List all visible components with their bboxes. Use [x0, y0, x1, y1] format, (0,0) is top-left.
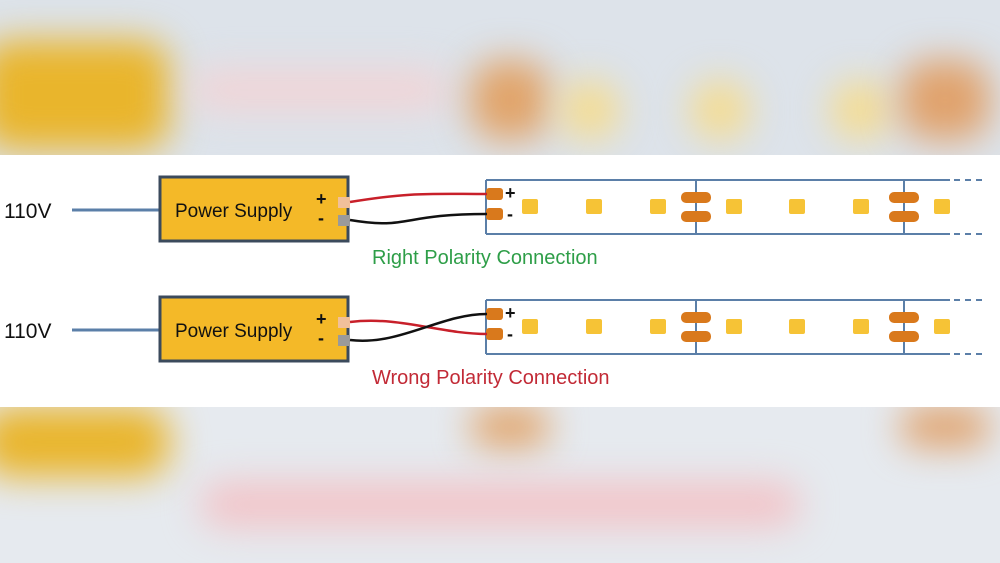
voltage-label: 110V — [4, 320, 52, 343]
power-supply-label: Power Supply — [175, 321, 293, 342]
supply-plus-sign: + — [316, 189, 327, 209]
blurred-led-shape — [690, 80, 750, 140]
strip-negative-pad — [486, 328, 503, 340]
led-chip — [726, 199, 742, 214]
led-chip — [934, 319, 950, 334]
led-chip — [522, 199, 538, 214]
supply-minus-sign: - — [318, 328, 324, 348]
power-supply-box — [158, 175, 350, 243]
positive-wire — [349, 192, 488, 204]
blurred-supply-shape — [0, 407, 170, 477]
strip-plus-sign: + — [505, 183, 516, 203]
led-chip — [650, 199, 666, 214]
supply-positive-terminal — [338, 197, 350, 208]
copper-cut-pad — [889, 192, 919, 203]
power-supply-label: Power Supply — [175, 201, 293, 222]
blurred-supply-shape — [0, 40, 170, 150]
blurred-background-top — [0, 0, 1000, 155]
strip-negative-pad — [486, 208, 503, 220]
copper-cut-pad — [681, 192, 711, 203]
led-chip — [586, 319, 602, 334]
led-chip — [789, 199, 805, 214]
supply-negative-terminal — [338, 335, 350, 346]
strip-positive-pad — [486, 188, 503, 200]
copper-cut-pad — [681, 211, 711, 222]
strip-positive-pad — [486, 308, 503, 320]
wrong-polarity-caption: Wrong Polarity Connection — [372, 367, 610, 389]
blurred-led-shape — [560, 80, 620, 140]
led-chip — [726, 319, 742, 334]
led-chip — [853, 199, 869, 214]
led-chip — [789, 319, 805, 334]
copper-cut-pad — [889, 312, 919, 323]
led-chip — [586, 199, 602, 214]
blurred-led-shape — [830, 80, 890, 140]
blurred-background-bottom — [0, 407, 1000, 563]
strip-minus-sign: - — [507, 324, 513, 344]
negative-wire — [349, 312, 488, 342]
supply-negative-terminal — [338, 215, 350, 226]
strip-plus-sign: + — [505, 303, 516, 323]
supply-positive-terminal — [338, 317, 350, 328]
blurred-wire-shape — [190, 70, 450, 110]
voltage-label: 110V — [4, 200, 52, 223]
power-supply-box — [158, 295, 350, 363]
blurred-pad-shape — [900, 407, 990, 447]
blurred-pad-shape — [470, 407, 550, 447]
blurred-caption-shape — [200, 482, 800, 527]
led-chip — [650, 319, 666, 334]
supply-minus-sign: - — [318, 208, 324, 228]
copper-cut-pad — [681, 312, 711, 323]
blurred-pad-shape — [900, 60, 990, 140]
led-chip — [853, 319, 869, 334]
led-chip — [934, 199, 950, 214]
copper-cut-pad — [889, 331, 919, 342]
copper-cut-pad — [681, 331, 711, 342]
led-chip — [522, 319, 538, 334]
right-polarity-caption: Right Polarity Connection — [372, 247, 598, 269]
positive-wire — [349, 319, 488, 336]
negative-wire — [349, 212, 488, 225]
strip-minus-sign: - — [507, 204, 513, 224]
copper-cut-pad — [889, 211, 919, 222]
supply-plus-sign: + — [316, 309, 327, 329]
blurred-pad-shape — [470, 60, 550, 140]
